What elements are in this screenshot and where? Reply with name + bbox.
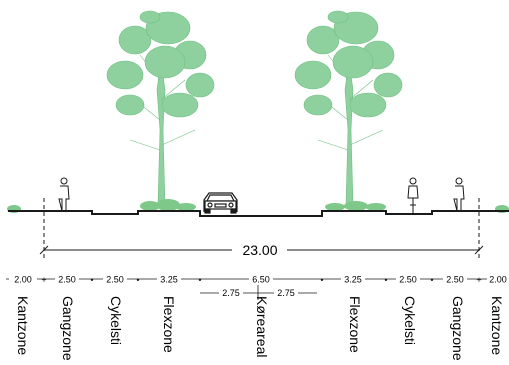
svg-text:•: • — [136, 275, 139, 285]
zone-label-cykelsti: Cykelsti — [108, 296, 124, 345]
zone-label-kantzone: Kantzone — [15, 296, 31, 355]
zone-label-gangzone: Gangzone — [60, 296, 76, 361]
segment-ticks: + • • • • • • + — [41, 275, 481, 285]
zone-label-kantzone: Kantzone — [489, 296, 505, 355]
segment-width: 2.00 — [14, 275, 32, 285]
lane-width-right: 2.75 — [277, 288, 295, 298]
ground-profile — [8, 210, 509, 217]
zone-label-cykelsti: Cykelsti — [402, 296, 418, 345]
total-dimension — [39, 198, 484, 258]
segment-width: 3.25 — [344, 275, 362, 285]
segment-width: 3.25 — [160, 275, 178, 285]
segment-width: 2.50 — [446, 275, 464, 285]
zone-label-flexzone: Flexzone — [161, 296, 177, 353]
shrub-icon — [7, 199, 509, 213]
segment-width: 2.00 — [489, 275, 507, 285]
lane-width-left: 2.75 — [222, 288, 240, 298]
total-width-label: 23.00 — [242, 242, 277, 258]
tree-icon-left — [106, 10, 215, 206]
svg-text:•: • — [198, 275, 201, 285]
pedestrian-icon-left — [58, 177, 70, 212]
car-icon — [203, 192, 238, 214]
pedestrian-icon-right — [453, 177, 465, 212]
svg-text:•: • — [430, 275, 433, 285]
svg-text:•: • — [320, 275, 323, 285]
zone-label-koereareal: Køreareal — [254, 296, 270, 357]
zone-label-gangzone: Gangzone — [450, 296, 466, 361]
svg-text:•: • — [90, 275, 93, 285]
svg-text:•: • — [384, 275, 387, 285]
segment-width: 2.50 — [58, 275, 76, 285]
segment-width: 2.50 — [106, 275, 124, 285]
segment-width: 6.50 — [252, 275, 270, 285]
segment-width-labels: 2.00 2.50 2.50 3.25 6.50 3.25 2.50 2.50 … — [9, 274, 509, 285]
zone-labels: Kantzone Gangzone Cykelsti Flexzone Køre… — [15, 296, 505, 361]
svg-text:+: + — [476, 275, 481, 285]
cyclist-icon — [407, 177, 419, 213]
zone-label-flexzone: Flexzone — [347, 296, 363, 353]
svg-text:+: + — [41, 275, 46, 285]
tree-icon-right — [294, 10, 403, 206]
segment-width: 2.50 — [399, 275, 417, 285]
